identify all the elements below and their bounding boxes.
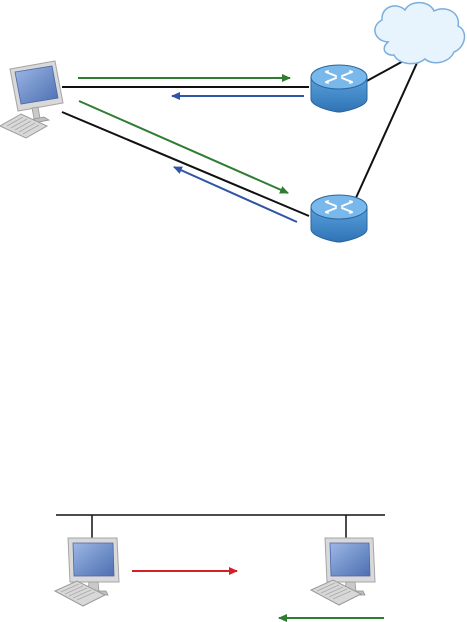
desktop-computer-icon: [55, 538, 119, 606]
router-icon: [311, 195, 367, 242]
arrow-to-router-bottom: [79, 101, 288, 193]
router-icon: [311, 65, 367, 112]
top-scene: [0, 3, 465, 242]
cloud-icon: [375, 3, 465, 64]
desktop-computer-icon: [311, 538, 375, 605]
bottom-scene: [55, 515, 385, 618]
arrow-from-router-bottom: [174, 167, 297, 222]
link-computer-router-bottom: [62, 112, 309, 216]
desktop-computer-icon: [0, 61, 63, 138]
